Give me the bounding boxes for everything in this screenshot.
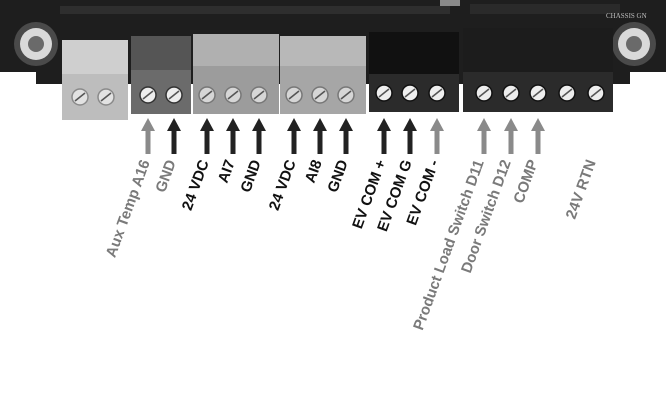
arrow-p6: [252, 118, 266, 154]
pin-label-24v-rtn: 24V RTN: [563, 158, 600, 222]
arrow-p13: [477, 118, 491, 154]
terminal-block-ai7: [193, 34, 279, 114]
pin-label-aux-temp-a16: Aux Temp A16: [103, 158, 154, 260]
pin-label-ai7: AI7: [215, 158, 239, 186]
terminal-block-switches: [463, 28, 613, 112]
screw-slots: [74, 88, 602, 102]
pcb-component: [440, 0, 460, 6]
terminal-block-evcom: [369, 32, 459, 112]
pin-label-gnd-3: GND: [324, 157, 351, 194]
arrow-p11: [403, 118, 417, 154]
pin-arrows: [141, 118, 545, 154]
arrow-p9: [339, 118, 353, 154]
pin-label-24vdc-1: 24 VDC: [179, 157, 213, 212]
arrow-p8: [313, 118, 327, 154]
arrow-p3: [167, 118, 181, 154]
pin-label-gnd-2: GND: [237, 157, 264, 194]
terminal-block-aux: [62, 40, 128, 120]
terminal-block-ai8: [280, 36, 366, 114]
silkscreen-chassis: CHASSIS GN: [606, 12, 647, 20]
pin-label-gnd-1: GND: [152, 157, 179, 194]
pin-label-ai8: AI8: [302, 158, 326, 186]
pin-labels: Aux Temp A16 GND 24 VDC AI7 GND 24 VDC A…: [103, 157, 600, 332]
arrow-p2: [141, 118, 155, 154]
terminal-block-gnd: [131, 36, 191, 114]
arrow-p14: [504, 118, 518, 154]
arrow-p12: [430, 118, 444, 154]
arrow-p7: [287, 118, 301, 154]
arrow-p4: [200, 118, 214, 154]
pcb-trace: [60, 6, 450, 14]
pin-label-comp: COMP: [510, 158, 541, 206]
arrow-p5: [226, 118, 240, 154]
arrow-p15: [531, 118, 545, 154]
pcb-trace: [470, 4, 620, 14]
arrow-p10: [377, 118, 391, 154]
pin-label-24vdc-2: 24 VDC: [266, 157, 300, 212]
mounting-hole-right: [612, 22, 656, 66]
mounting-hole-left: [14, 22, 58, 66]
